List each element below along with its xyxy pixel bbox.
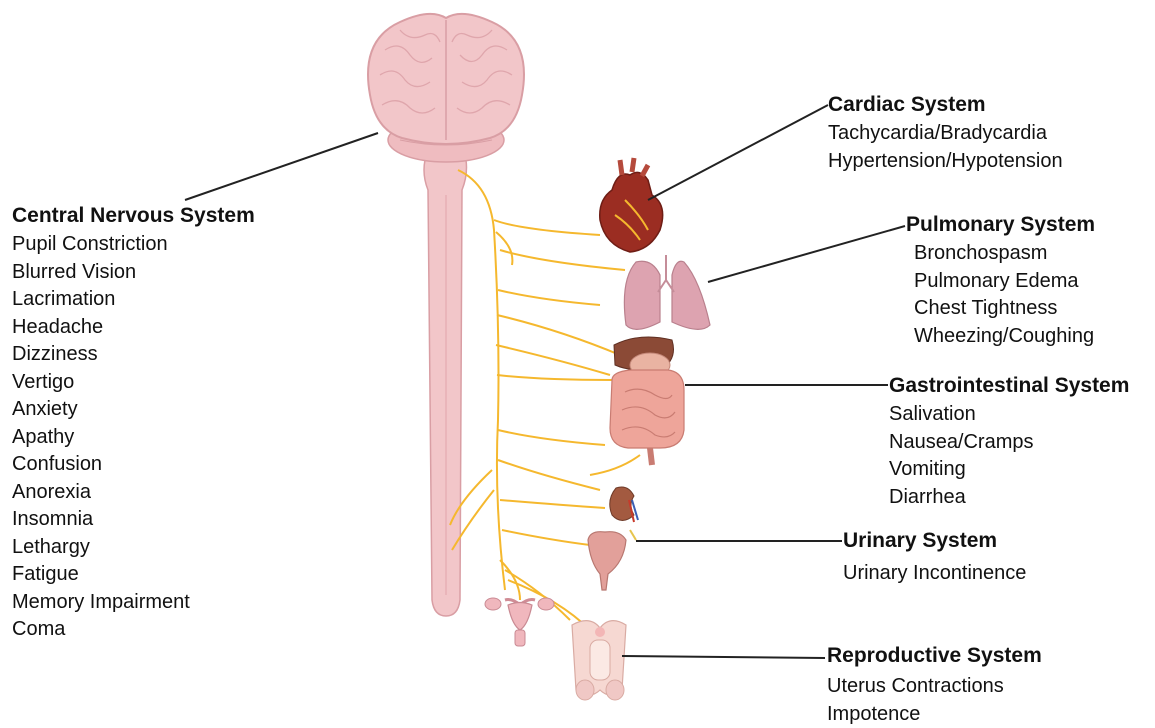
urinary-label-group: Urinary System Urinary Incontinence: [843, 528, 1026, 588]
cardiac-label-group: Cardiac System Tachycardia/Bradycardia H…: [828, 92, 1063, 175]
pulmonary-symptom-list: Bronchospasm Pulmonary Edema Chest Tight…: [914, 240, 1095, 350]
reproductive-symptom: Uterus Contractions: [827, 673, 1042, 701]
brain: [368, 14, 524, 144]
gastro-symptom: Salivation: [889, 401, 1129, 429]
uterus-illustration: [485, 598, 554, 646]
cns-symptom: Confusion: [12, 451, 255, 479]
urinary-symptom: Urinary Incontinence: [843, 560, 1026, 588]
pulmonary-symptom: Chest Tightness: [914, 295, 1095, 323]
cns-label-group: Central Nervous System Pupil Constrictio…: [12, 203, 255, 644]
gastro-label-group: Gastrointestinal System Salivation Nause…: [889, 373, 1129, 511]
pulmonary-symptom: Pulmonary Edema: [914, 268, 1095, 296]
reproductive-label-group: Reproductive System Uterus Contractions …: [827, 643, 1042, 728]
pulmonary-symptom: Wheezing/Coughing: [914, 323, 1095, 351]
cns-symptom: Anxiety: [12, 396, 255, 424]
cns-symptom: Memory Impairment: [12, 589, 255, 617]
cns-symptom: Blurred Vision: [12, 259, 255, 287]
cardiac-symptom: Hypertension/Hypotension: [828, 148, 1063, 176]
heart-illustration: [600, 158, 663, 252]
cns-symptom: Coma: [12, 616, 255, 644]
cns-symptom-list: Pupil Constriction Blurred Vision Lacrim…: [12, 231, 255, 644]
cns-symptom: Apathy: [12, 424, 255, 452]
spinal-cord: [424, 160, 467, 616]
cardiac-symptom: Tachycardia/Bradycardia: [828, 120, 1063, 148]
male-reproductive-illustration: [572, 621, 626, 700]
gastro-symptom-list: Salivation Nausea/Cramps Vomiting Diarrh…: [889, 401, 1129, 511]
cns-symptom: Headache: [12, 314, 255, 342]
lungs-illustration: [624, 255, 710, 329]
gi-tract-illustration: [610, 337, 684, 465]
pulmonary-symptom: Bronchospasm: [914, 240, 1095, 268]
cns-symptom: Dizziness: [12, 341, 255, 369]
cns-title: Central Nervous System: [12, 203, 255, 229]
gastro-symptom: Diarrhea: [889, 484, 1129, 512]
cns-symptom: Pupil Constriction: [12, 231, 255, 259]
cns-symptom: Vertigo: [12, 369, 255, 397]
cns-leader-line: [185, 133, 378, 200]
reproductive-symptom-list: Uterus Contractions Impotence: [827, 673, 1042, 728]
reproductive-leader-line: [622, 656, 825, 658]
gastro-title: Gastrointestinal System: [889, 373, 1129, 399]
cns-symptom: Fatigue: [12, 561, 255, 589]
cardiac-symptom-list: Tachycardia/Bradycardia Hypertension/Hyp…: [828, 120, 1063, 175]
cns-symptom: Insomnia: [12, 506, 255, 534]
urinary-illustration: [588, 487, 638, 590]
gastro-symptom: Vomiting: [889, 456, 1129, 484]
urinary-symptom-list: Urinary Incontinence: [843, 560, 1026, 588]
pulmonary-label-group: Pulmonary System Bronchospasm Pulmonary …: [906, 212, 1095, 350]
cardiac-title: Cardiac System: [828, 92, 1063, 118]
reproductive-title: Reproductive System: [827, 643, 1042, 669]
cns-symptom: Anorexia: [12, 479, 255, 507]
cardiac-leader-line: [648, 105, 828, 200]
urinary-title: Urinary System: [843, 528, 1026, 554]
pulmonary-leader-line: [708, 226, 905, 282]
cns-symptom: Lacrimation: [12, 286, 255, 314]
cns-symptom: Lethargy: [12, 534, 255, 562]
pulmonary-title: Pulmonary System: [906, 212, 1095, 238]
gastro-symptom: Nausea/Cramps: [889, 429, 1129, 457]
reproductive-symptom: Impotence: [827, 701, 1042, 728]
